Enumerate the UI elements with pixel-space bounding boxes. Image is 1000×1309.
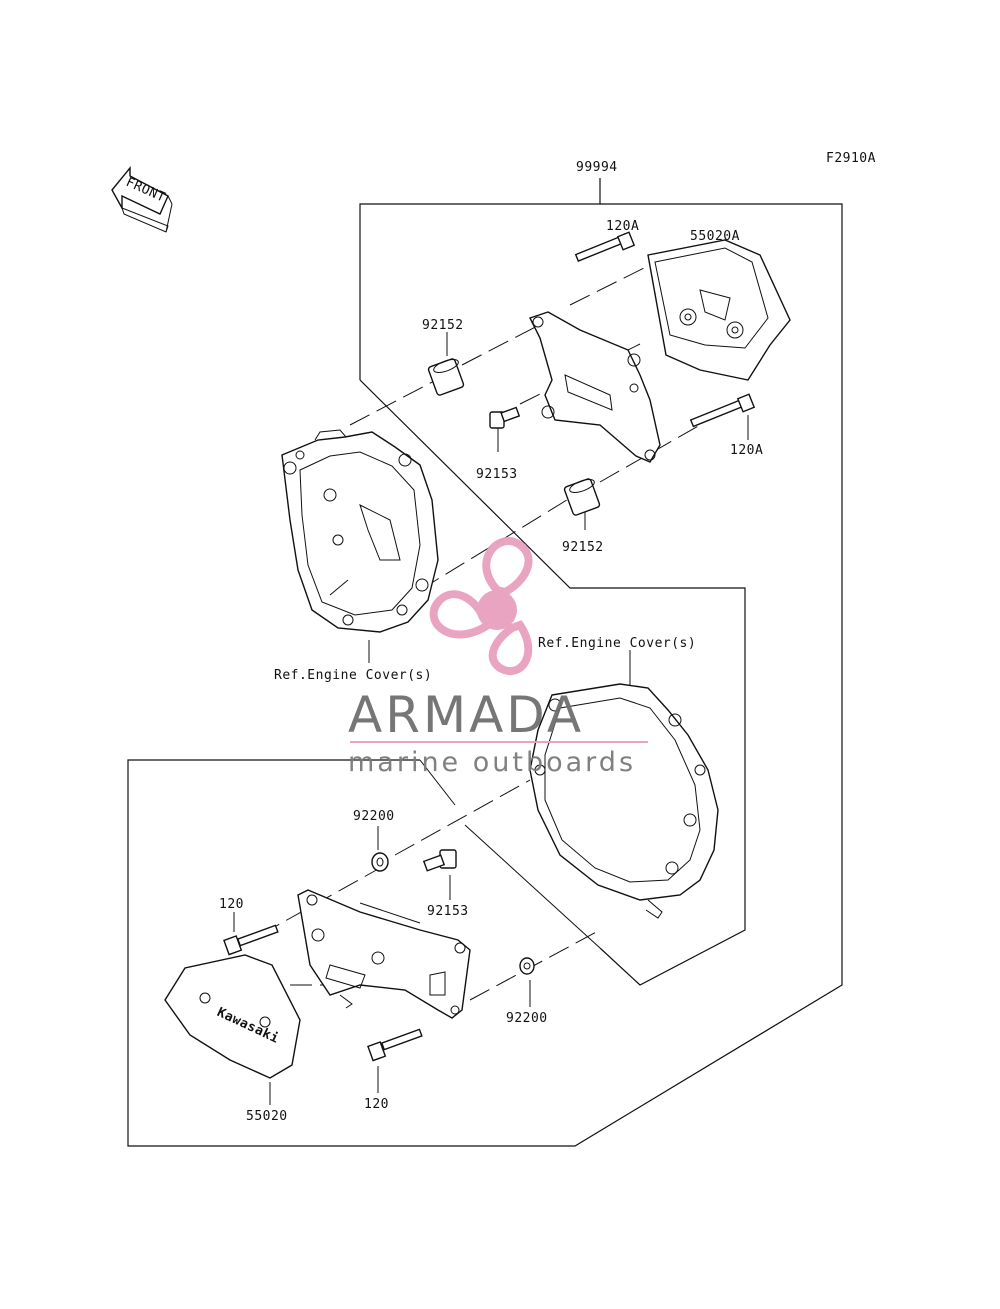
label-ref-left: Ref.Engine Cover(s) <box>274 668 432 683</box>
diagram-code: F2910A <box>826 151 876 166</box>
label-bolt-lower-bottom: 120 <box>364 1097 389 1112</box>
bolt-upper-top <box>574 231 636 262</box>
front-arrow-icon: FRONT <box>111 166 173 233</box>
bracket-plate-upper <box>529 311 661 463</box>
bolt-lower-bottom <box>367 1028 423 1062</box>
watermark-title: ARMADA <box>348 686 584 744</box>
engine-cover-right <box>529 683 719 919</box>
cover-lower: Kawasaki <box>164 954 301 1079</box>
leader-lines-upper <box>349 233 749 688</box>
bolt-small-lower <box>422 849 457 872</box>
label-collar-upper-left: 92152 <box>422 318 464 333</box>
label-washer-right: 92200 <box>506 1011 548 1026</box>
label-bolt-small-upper: 92153 <box>476 467 518 482</box>
watermark-subtitle: marine outboards <box>348 747 636 778</box>
label-cover-lower: 55020 <box>246 1109 288 1124</box>
cover-upper <box>647 239 791 381</box>
washer-top <box>371 852 389 872</box>
engine-cover-left <box>281 429 439 633</box>
label-collar-upper-right: 92152 <box>562 540 604 555</box>
label-bolt-upper-top: 120A <box>606 219 639 234</box>
label-bolt-upper-right: 120A <box>730 443 763 458</box>
washer-right <box>519 957 535 975</box>
assembly-frame-upper <box>127 178 843 1147</box>
bolt-lower-left <box>223 924 279 956</box>
collar-upper-right <box>563 478 601 516</box>
label-cover-upper: 55020A <box>690 229 740 244</box>
label-bolt-lower-left: 120 <box>219 897 244 912</box>
label-bolt-small-lower: 92153 <box>427 904 469 919</box>
label-washer-top: 92200 <box>353 809 395 824</box>
label-ref-right: Ref.Engine Cover(s) <box>538 636 696 651</box>
watermark: ARMADA marine outboards <box>348 537 648 778</box>
propeller-icon <box>429 537 533 676</box>
label-assembly: 99994 <box>576 160 618 175</box>
bolt-small-upper <box>489 406 521 429</box>
bolt-upper-right <box>689 393 756 428</box>
collar-upper-left <box>427 358 465 396</box>
bracket-plate-lower <box>297 889 471 1019</box>
